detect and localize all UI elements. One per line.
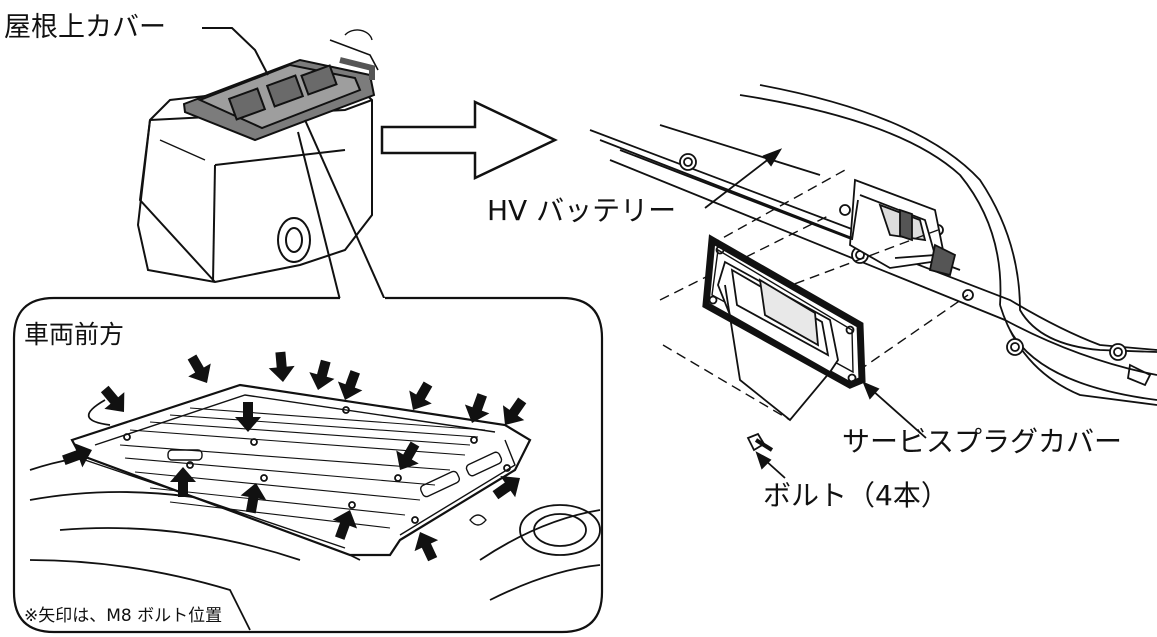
roof-cover-leader: [202, 27, 269, 76]
arrow-note: ※矢印は、M8 ボルト位置: [24, 606, 223, 626]
right-leaders: [704, 148, 927, 479]
roof-cover-label: 屋根上カバー: [4, 12, 166, 43]
callout-line-right: [304, 119, 386, 301]
hollow-arrow-icon: [380, 100, 558, 180]
bus-illustration: [136, 29, 379, 284]
vehicle-front-label: 車両前方: [24, 320, 125, 349]
hv-battery-label: HV バッテリー: [487, 194, 677, 227]
hv-battery-illustration: [589, 84, 1157, 452]
bolts-label: ボルト（4本）: [763, 479, 949, 512]
roof-cover-detail: [29, 383, 601, 631]
callout-line-left: [297, 131, 341, 301]
service-plug-cover-label: サービスプラグカバー: [842, 425, 1123, 458]
